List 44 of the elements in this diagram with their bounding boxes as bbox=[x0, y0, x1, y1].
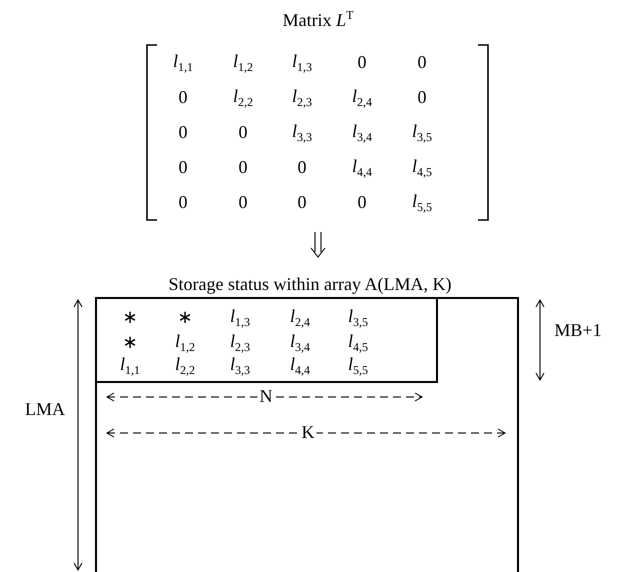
storage-entry: l$_{1,2}$ bbox=[175, 332, 195, 354]
matrix-entry: 0 bbox=[238, 123, 248, 143]
matrix-entry: l$_{2,4}$ bbox=[352, 86, 372, 110]
matrix-entry: 0 bbox=[298, 193, 306, 213]
storage-entry: l$_{2,4}$ bbox=[290, 306, 310, 330]
matrix-entry: l$_{1,2}$ bbox=[233, 52, 253, 74]
matrix-entry: l$_{2,2}$ bbox=[233, 86, 253, 110]
matrix-entry: 0 bbox=[178, 123, 188, 143]
matrix-entry: l$_{1,1}$ bbox=[173, 52, 193, 74]
storage-entry: l$_{2,2}$ bbox=[175, 354, 195, 378]
storage-entry: l$_{3,3}$ bbox=[230, 354, 250, 378]
storage-entry: l$_{5,5}$ bbox=[348, 354, 368, 378]
matrix-entry: 0 bbox=[298, 158, 306, 178]
storage-entry: ∗ bbox=[178, 308, 192, 328]
matrix-entry: 0 bbox=[178, 158, 188, 178]
matrix-entry: 0 bbox=[358, 193, 366, 213]
matrix-entry: l$_{3,3}$ bbox=[292, 122, 312, 144]
matrix-entry: 0 bbox=[178, 88, 188, 108]
matrix-entry: 0 bbox=[238, 158, 248, 178]
matrix-entry: 0 bbox=[238, 193, 248, 213]
storage-entry: l$_{3,4}$ bbox=[290, 332, 310, 354]
matrix-entry: l$_{3,4}$ bbox=[352, 122, 372, 144]
storage-entry: ∗ bbox=[122, 308, 138, 328]
storage-entry: ∗ bbox=[122, 333, 138, 353]
matrix-entry: 0 bbox=[358, 53, 366, 73]
dimension-label: MB+1 bbox=[554, 321, 602, 341]
matrix-entry: l$_{3,5}$ bbox=[412, 122, 432, 144]
storage-entry: l$_{2,3}$ bbox=[230, 332, 250, 354]
matrix-entry: l$_{4,4}$ bbox=[352, 156, 372, 180]
storage-entry: l$_{4,4}$ bbox=[290, 354, 310, 378]
storage-entry: l$_{3,5}$ bbox=[348, 306, 368, 330]
matrix-entry: 0 bbox=[178, 193, 188, 213]
storage-entry: l$_{1,1}$ bbox=[120, 354, 140, 378]
matrix-entry: l$_{2,3}$ bbox=[292, 86, 312, 110]
array-heading: Storage status within array A(LMA, K) bbox=[168, 275, 452, 295]
dimension-label: LMA bbox=[25, 400, 65, 420]
storage-entry: l$_{4,5}$ bbox=[348, 332, 368, 354]
matrix-entry: l$_{5,5}$ bbox=[412, 192, 432, 214]
matrix-title: Matrix L$^{T}$ bbox=[282, 9, 354, 31]
matrix-entry: l$_{1,3}$ bbox=[292, 52, 312, 74]
matrix-entry: l$_{4,5}$ bbox=[412, 156, 432, 180]
matrix-entry: 0 bbox=[418, 88, 426, 108]
storage-entry: l$_{1,3}$ bbox=[230, 306, 250, 330]
matrix-entry: 0 bbox=[418, 53, 426, 73]
